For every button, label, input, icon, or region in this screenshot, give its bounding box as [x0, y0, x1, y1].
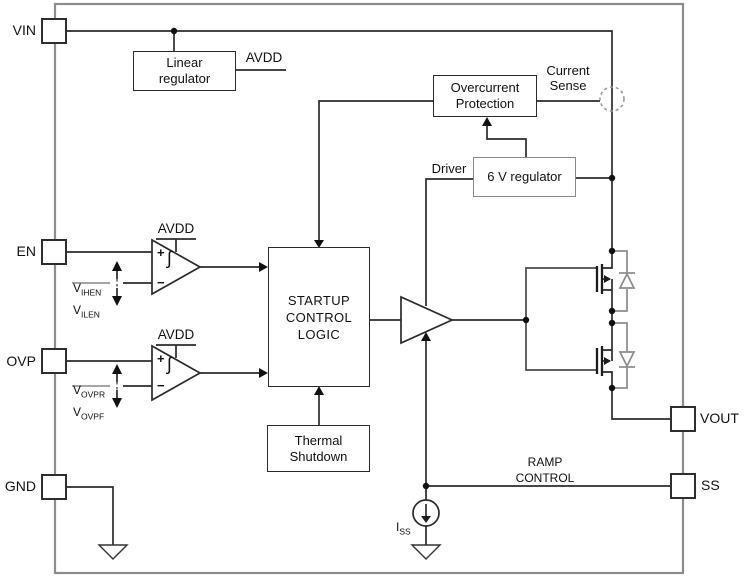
- vout-wire: [611, 388, 670, 420]
- mosfet-bottom: [595, 346, 604, 376]
- iss-label: ISS: [396, 505, 411, 537]
- ovp-pin-label: OVP: [6, 353, 36, 369]
- avdd-label-top: AVDD: [245, 50, 283, 65]
- en-comparator: [151, 238, 202, 296]
- body-diode-top-wires: [612, 250, 628, 312]
- vout-pin: [670, 406, 696, 432]
- mosfet-top-body-arrow-icon: [604, 275, 611, 283]
- avdd-ovp-supply-wire: [156, 344, 196, 358]
- ground-symbol-iss: [410, 544, 442, 560]
- ramp-control-label: RAMP CONTROL: [515, 455, 575, 485]
- arrow-en-into-startup-icon: [259, 262, 268, 272]
- ss-pin-label: SS: [701, 477, 720, 493]
- arrowheads: [112, 117, 492, 408]
- mosfet-bottom-body-arrow-icon: [604, 357, 611, 365]
- en-comparator-plus: +: [157, 245, 165, 260]
- junction-dot: [608, 319, 616, 327]
- arrow-thermal-into-startup-icon: [314, 386, 324, 395]
- current-sense-probe-circle: [599, 86, 625, 112]
- v-ilen-sub: ILEN: [81, 309, 100, 320]
- avdd-label-ovp: AVDD: [157, 327, 195, 342]
- gnd-pin: [41, 474, 67, 500]
- junction-dot: [422, 482, 430, 490]
- bottom-fet-source-stub: [602, 323, 613, 362]
- overcurrent-protection-block: Overcurrent Protection: [433, 75, 537, 117]
- ovp-threshold-down-arrow-icon: [112, 398, 122, 408]
- avdd-en-supply-wire: [156, 238, 196, 252]
- regulator-to-ocp-wire: [486, 125, 527, 157]
- gnd-pin-label: GND: [4, 478, 36, 494]
- driver-label: Driver: [431, 161, 467, 176]
- body-diode-top: [618, 272, 636, 289]
- v-ovpr-base: V: [73, 383, 82, 397]
- ss-pin: [670, 473, 696, 499]
- ocp-to-startup-wire: [318, 100, 433, 240]
- en-threshold-up-arrow-icon: [112, 261, 122, 271]
- iss-arrow-icon: [421, 516, 431, 523]
- vin-pin: [41, 18, 67, 44]
- mosfet-top: [595, 264, 604, 294]
- iss-sub: SS: [399, 526, 411, 537]
- junction-dot: [608, 307, 616, 315]
- junction-dot: [608, 384, 616, 392]
- gate-driver-buffer: [400, 295, 455, 345]
- ovp-comparator-minus: −: [157, 378, 165, 393]
- mosfet-stub-wires: [602, 251, 613, 388]
- v-ovpr-sub: OVPR: [81, 389, 106, 400]
- v-ilen-label: VILEN: [73, 288, 100, 320]
- top-fet-drain-stub: [602, 251, 613, 269]
- bottom-fet-drain-stub: [602, 371, 613, 388]
- v-ovpf-base: V: [73, 405, 82, 419]
- arrow-into-startup-top-icon: [314, 240, 324, 248]
- current-sense-label: Current Sense: [546, 63, 590, 93]
- body-diode-bottom-wires: [612, 322, 628, 389]
- arrow-into-buffer-icon: [421, 332, 431, 341]
- gate-drive-routing-wire: [525, 267, 597, 371]
- en-comparator-minus: −: [157, 275, 165, 290]
- v-ovpf-sub: OVPF: [81, 411, 105, 422]
- junction-dot: [608, 174, 616, 182]
- junction-dot: [608, 247, 616, 255]
- ovp-pin: [41, 348, 67, 374]
- linear-regulator-block: Linear regulator: [133, 51, 236, 91]
- junction-dots: [170, 27, 616, 490]
- junction-dot: [170, 27, 178, 35]
- arrow-into-ocp-icon: [482, 117, 492, 126]
- ovp-threshold-up-arrow-icon: [112, 364, 122, 374]
- iss-base: I: [396, 520, 400, 534]
- gnd-wire: [67, 486, 114, 545]
- v-ihen-base: V: [73, 281, 82, 295]
- hysteresis-icon-en: ∫: [167, 248, 172, 268]
- v-ovpf-label: VOVPF: [73, 390, 105, 422]
- ground-symbol-gnd: [97, 544, 129, 560]
- body-diodes: [612, 250, 636, 389]
- hysteresis-icon-ovp: ∫: [167, 354, 172, 374]
- arrow-ovp-into-startup-icon: [259, 368, 268, 378]
- thermal-shutdown-block: Thermal Shutdown: [267, 425, 370, 472]
- body-diode-bottom: [618, 351, 636, 368]
- en-pin: [41, 239, 67, 265]
- en-threshold-down-arrow-icon: [112, 296, 122, 306]
- v-ihen-label: VIHEN: [73, 266, 102, 298]
- startup-control-logic-block: STARTUP CONTROL LOGIC: [268, 247, 370, 387]
- driver-supply-wire: [425, 178, 473, 306]
- avdd-label-en: AVDD: [157, 221, 195, 236]
- ovp-comparator: [151, 344, 202, 402]
- top-fet-source-stub: [602, 278, 613, 311]
- v-ovpr-label: VOVPR: [73, 368, 106, 400]
- v-ihen-sub: IHEN: [81, 287, 102, 298]
- en-pin-label: EN: [16, 243, 36, 259]
- v-ilen-base: V: [73, 303, 82, 317]
- vin-pin-label: VIN: [12, 22, 36, 38]
- junction-dot: [522, 316, 530, 324]
- vout-pin-label: VOUT: [700, 410, 739, 426]
- mosfet-symbols: [595, 264, 604, 376]
- six-v-regulator-block: 6 V regulator: [473, 157, 576, 197]
- ovp-comparator-plus: +: [157, 351, 165, 366]
- ic-boundary: [53, 2, 685, 575]
